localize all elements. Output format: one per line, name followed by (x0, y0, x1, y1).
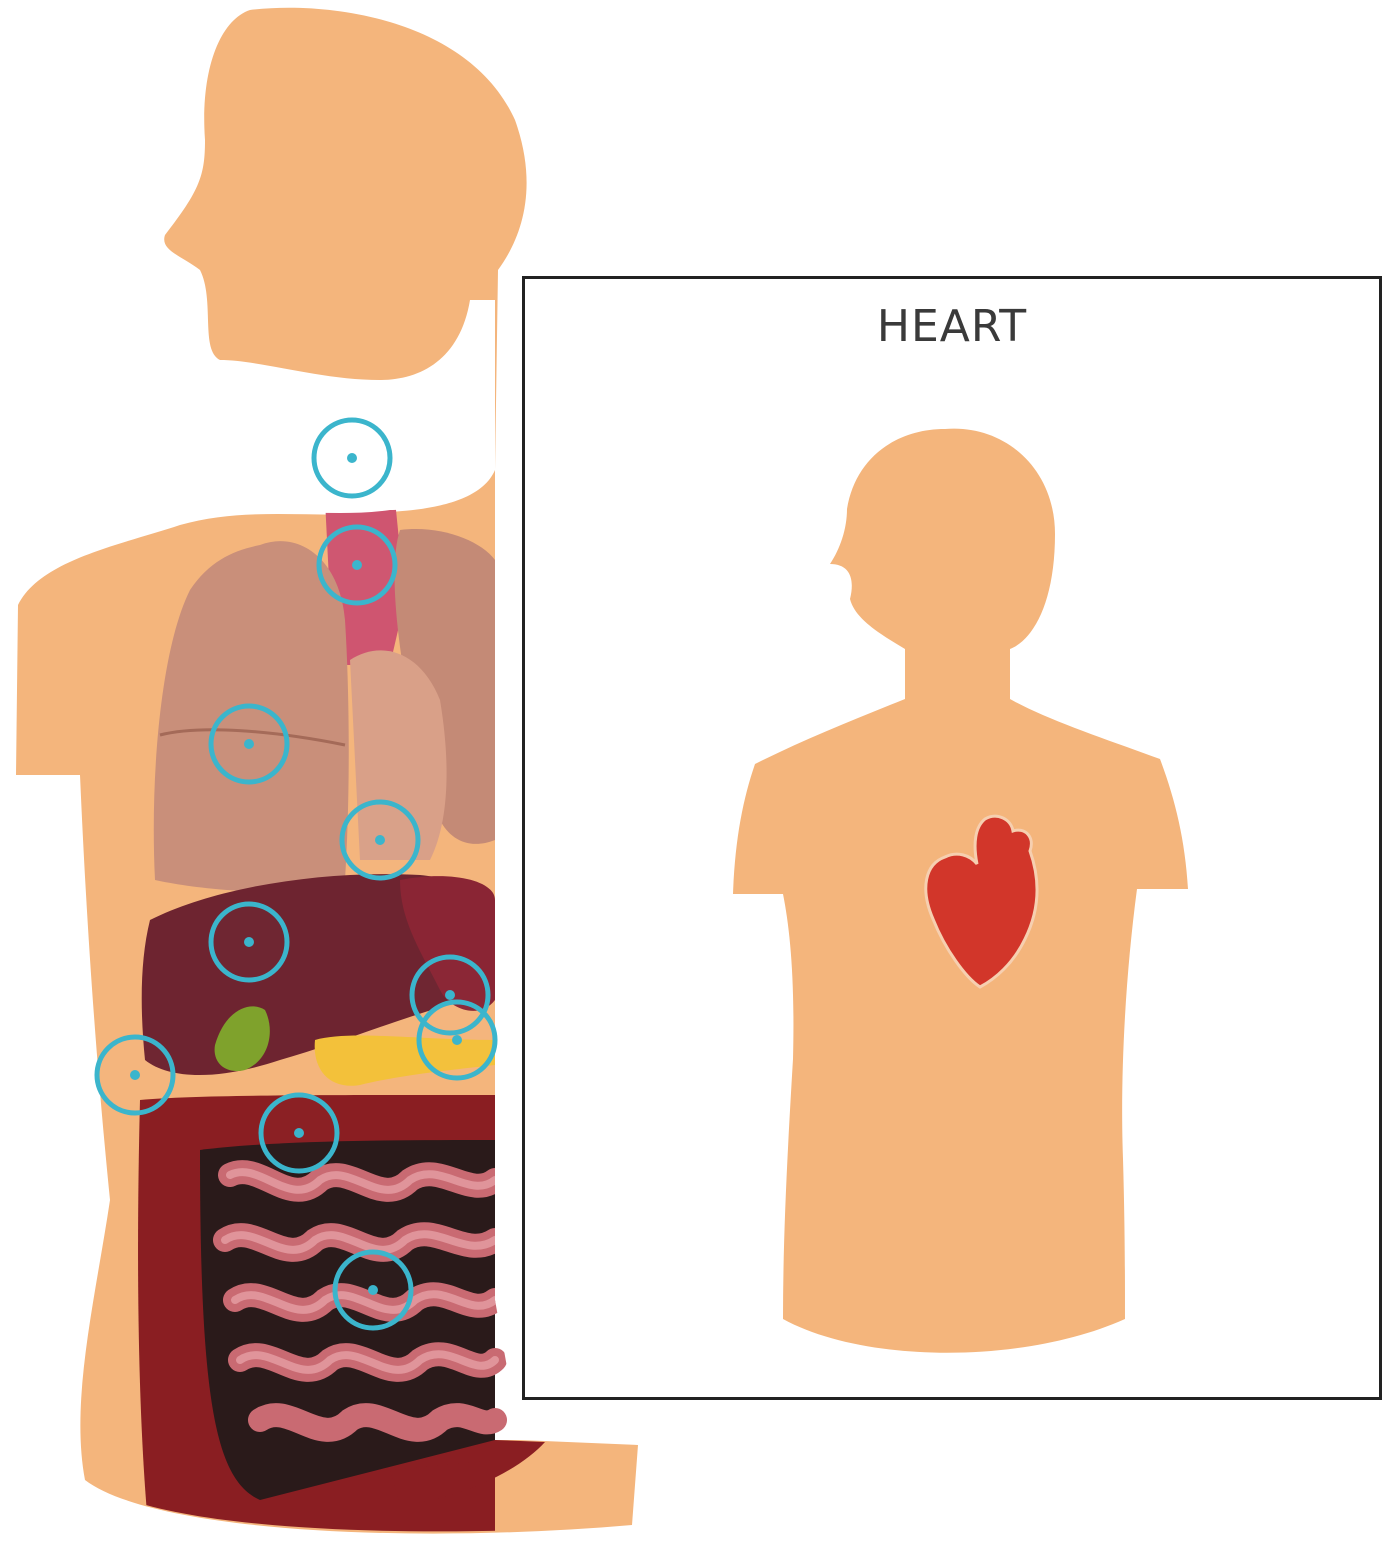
hotspot-lung[interactable] (211, 706, 287, 782)
hotspot-trachea[interactable] (319, 527, 395, 603)
hotspot-heart[interactable] (342, 802, 418, 878)
panel-figure (525, 279, 1379, 1397)
hotspot-small-intestine[interactable] (335, 1252, 411, 1328)
hotspot-thyroid[interactable] (314, 420, 390, 496)
hotspot-liver[interactable] (211, 904, 287, 980)
organ-info-panel: HEART (522, 276, 1382, 1400)
hotspot-large-intestine[interactable] (97, 1037, 173, 1113)
hotspot-pancreas[interactable] (419, 1002, 495, 1078)
hotspot-duodenum[interactable] (261, 1095, 337, 1171)
